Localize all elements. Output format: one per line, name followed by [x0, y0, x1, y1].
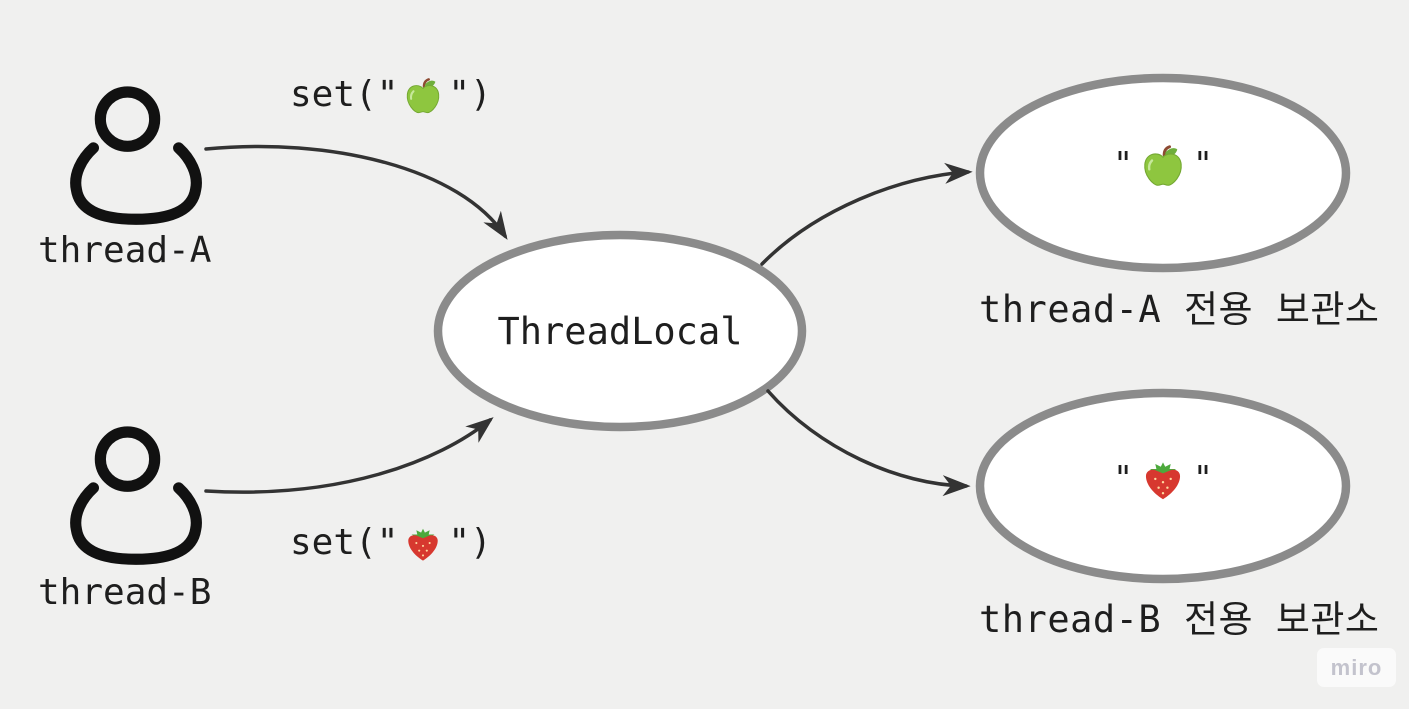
- storage-a-quote-close: ": [1193, 144, 1213, 183]
- set-a-prefix: set(": [290, 74, 399, 115]
- strawberry-icon: [1145, 462, 1181, 500]
- threadlocal-label: ThreadLocal: [497, 309, 743, 353]
- set-b-prefix: set(": [290, 522, 399, 563]
- storage-b-caption: thread-B 전용 보관소: [979, 598, 1380, 641]
- green-apple-icon: [407, 78, 440, 114]
- miro-watermark[interactable]: miro: [1317, 648, 1396, 687]
- storage-a-value: " ": [980, 144, 1346, 188]
- edge-label-set-a: set(" "): [290, 75, 492, 115]
- arrow-threadlocal-to-storage-a: [760, 162, 973, 266]
- storage-b-quote-close: ": [1193, 458, 1213, 497]
- set-a-suffix: "): [448, 74, 492, 115]
- arrow-thread-b-to-threadlocal: [204, 417, 494, 494]
- thread-b-label: thread-B: [38, 572, 212, 613]
- person-icon: [70, 426, 202, 565]
- person-icon: [70, 86, 202, 225]
- storage-b-value: " ": [980, 458, 1346, 502]
- threadlocal-ellipse: [433, 230, 807, 432]
- storage-a-quote-open: ": [1113, 144, 1133, 183]
- green-apple-icon: [1144, 145, 1182, 186]
- storage-b-quote-open: ": [1113, 458, 1133, 497]
- set-b-suffix: "): [448, 522, 492, 563]
- thread-a-label: thread-A: [38, 230, 212, 271]
- storage-a-caption: thread-A 전용 보관소: [979, 288, 1380, 331]
- arrow-threadlocal-to-storage-b: [766, 389, 971, 497]
- strawberry-icon: [408, 528, 439, 561]
- arrow-thread-a-to-threadlocal: [204, 144, 508, 240]
- edge-label-set-b: set(" "): [290, 523, 492, 563]
